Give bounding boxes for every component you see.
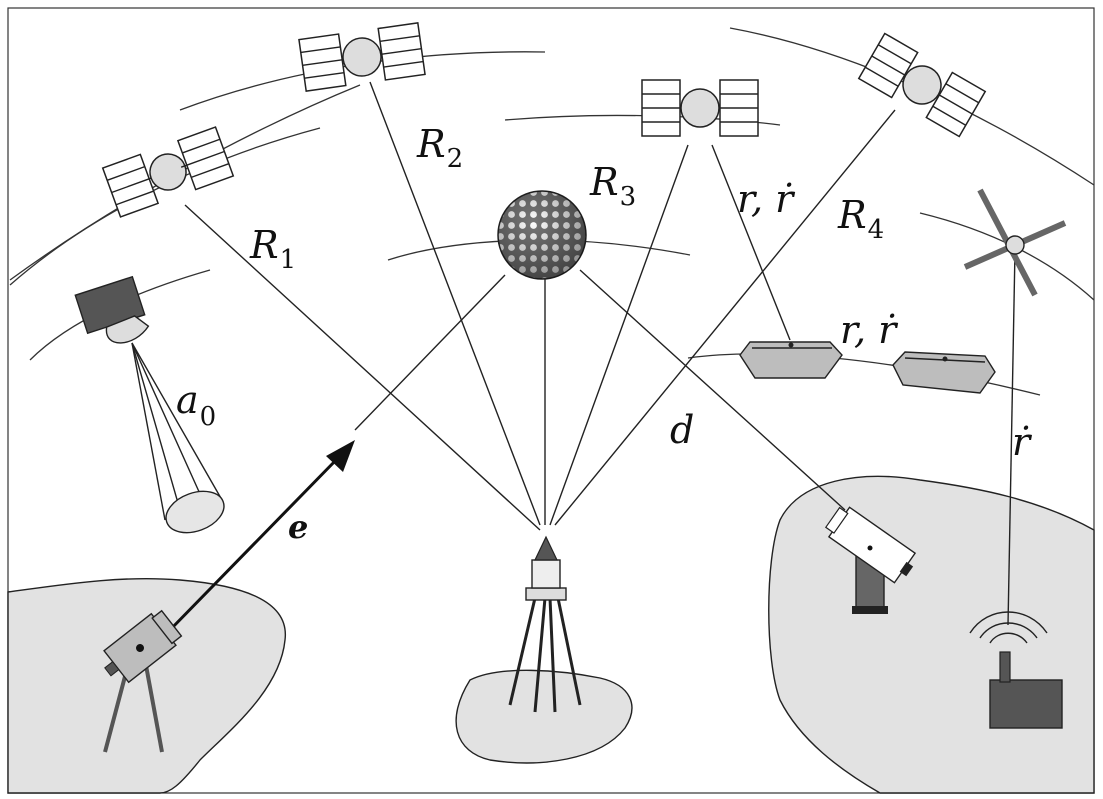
- altimeter-satellite-2: [892, 351, 996, 394]
- range-line-R2: [369, 81, 541, 526]
- label-R3-subscript: 3: [620, 182, 637, 212]
- vlbi-camera-tripod: [103, 609, 183, 753]
- label-e: e: [288, 508, 308, 546]
- central-ground-station: [508, 535, 582, 713]
- telescope: [824, 506, 917, 614]
- line-doppler: [1007, 249, 1016, 626]
- label-R1: R1: [249, 223, 296, 275]
- satellite-2: [298, 22, 426, 92]
- range-line-R1: [184, 204, 541, 531]
- line-balloon-telescope: [579, 269, 846, 511]
- label-R1-subscript: 1: [280, 245, 297, 275]
- baseline-vector-e: [166, 456, 340, 634]
- land-right: [768, 475, 1095, 794]
- orbit-mid-3: [919, 212, 1095, 301]
- doppler-satellite: [963, 188, 1067, 297]
- label-a0-subscript: 0: [200, 402, 217, 432]
- baseline-arrowhead: [326, 440, 355, 472]
- label-r-rdot-lower: r, ṙ: [840, 308, 899, 352]
- range-line-R4: [554, 109, 896, 526]
- range-line-to-sat3: [549, 144, 689, 526]
- label-a0: a0: [176, 378, 216, 432]
- accelerometer-cone: [131, 342, 225, 534]
- satellite-3: [641, 79, 759, 137]
- label-R2: R2: [416, 122, 463, 174]
- label-rdot: ṙ: [1012, 420, 1033, 464]
- land-left: [7, 577, 286, 794]
- label-r-rdot-upper: r, ṙ: [737, 177, 796, 221]
- satellite-4: [857, 32, 987, 138]
- label-R4: R4: [837, 193, 884, 245]
- doppler-beacon: [969, 611, 1063, 729]
- retroreflector-sphere: [497, 190, 587, 280]
- label-R3: R3: [589, 160, 636, 212]
- label-R2-subscript: 2: [447, 144, 464, 174]
- satellite-1: [101, 126, 235, 218]
- altimeter-satellite-1: [739, 341, 843, 379]
- figure-frame: [7, 7, 1095, 794]
- orbit-outer: [9, 84, 361, 281]
- label-R4-subscript: 4: [868, 215, 885, 245]
- land-center: [455, 669, 633, 764]
- gradiometer-satellite: [74, 275, 150, 344]
- line-balloon-arrow: [354, 274, 506, 431]
- line-sat3-altimeter: [711, 144, 791, 341]
- label-d: d: [670, 408, 694, 452]
